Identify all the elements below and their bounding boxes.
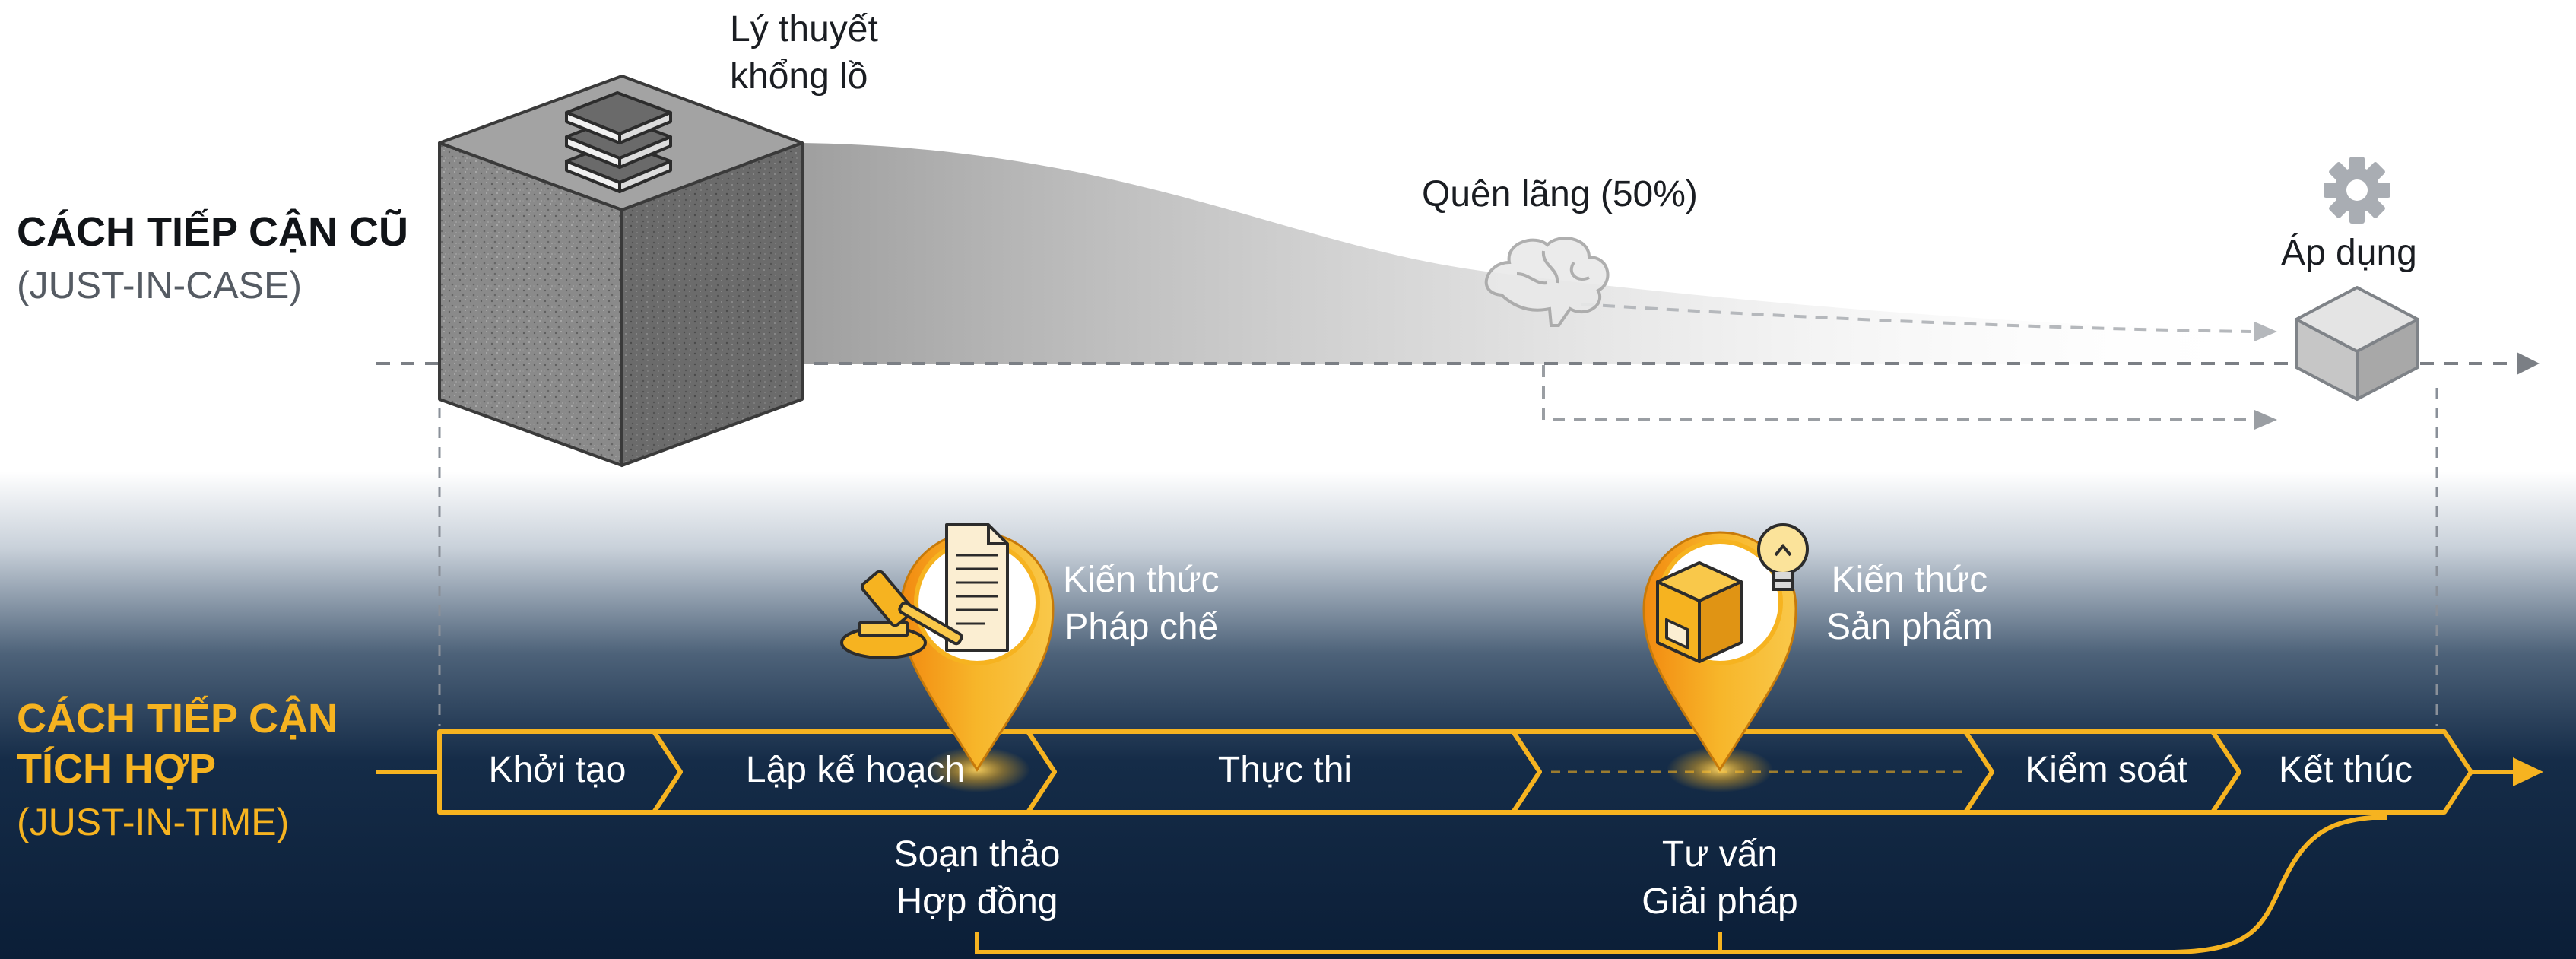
task-product-label: Tư vấn Giải pháp (1642, 834, 1798, 922)
pin-product (1642, 523, 1809, 772)
pin-legal (840, 523, 1055, 772)
document-icon (945, 523, 1009, 652)
old-timeline-arrowhead (2517, 352, 2540, 375)
gear-icon (2324, 157, 2390, 224)
new-approach-subtitle: (JUST-IN-TIME) (17, 801, 290, 843)
old-approach-subtitle: (JUST-IN-CASE) (17, 264, 302, 306)
forgetting-label: Quên lãng (50%) (1422, 174, 1698, 214)
stage-label-closing: Kết thúc (2278, 750, 2413, 790)
apply-cube (2295, 286, 2419, 401)
knowledge-legal-label: Kiến thức Pháp chế (1063, 560, 1220, 647)
process-chevrons (437, 729, 2473, 815)
stage-label-execution: Thực thi (1217, 750, 1353, 790)
forgetting-dashed-branch (1542, 365, 2251, 421)
stage-label-control: Kiểm soát (2025, 750, 2187, 790)
forgetting-trail (802, 143, 2273, 364)
new-approach-title-line1: CÁCH TIẾP CẬN (17, 696, 338, 741)
box-icon (1656, 561, 1743, 663)
old-approach-title: CÁCH TIẾP CẬN CŨ (17, 209, 409, 255)
stage-label-init: Khởi tạo (488, 750, 627, 790)
books-icon (565, 91, 672, 193)
knowledge-product-label: Kiến thức Sản phẩm (1826, 560, 1993, 647)
lightbulb-icon (1757, 523, 1809, 591)
new-approach-title-line2: TÍCH HỢP (17, 746, 217, 792)
forgetting-dashed-arrow-upper (1581, 303, 2251, 333)
task-legal-label: Soạn thảo Hợp đồng (893, 834, 1061, 922)
apply-label: Áp dụng (2281, 233, 2417, 273)
task-bracket (975, 815, 2387, 954)
theory-label: Lý thuyết khổng lồ (730, 9, 878, 97)
brain-icon (1484, 237, 1610, 327)
gavel-icon (840, 570, 963, 659)
stage-label-planning: Lập kế hoạch (745, 750, 966, 790)
stage-chevron-6 (2210, 729, 2473, 815)
theory-cube (438, 75, 804, 467)
